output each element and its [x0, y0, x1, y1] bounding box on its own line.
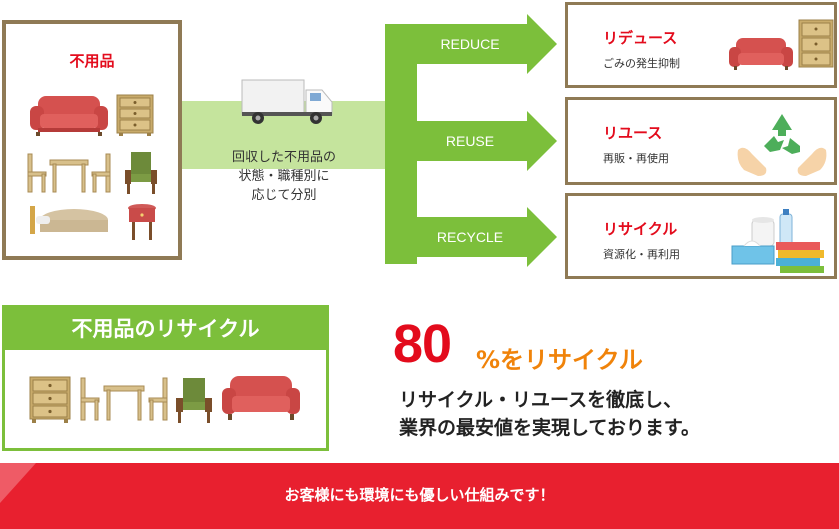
statement-line: 業界の最安値を実現しております。: [399, 417, 700, 439]
unused-items-title: 不用品: [69, 52, 115, 70]
reuse-arrow: [385, 111, 557, 171]
recycle-arrow-label: RECYCLE: [436, 229, 504, 245]
result-title: リユース: [603, 124, 663, 142]
recycle-section-body: [2, 350, 329, 451]
result-title: リサイクル: [603, 220, 678, 238]
reduce-arrow: [385, 14, 557, 74]
banner-text: お客様にも環境にも優しい仕組みです！: [284, 486, 555, 504]
unused-items-box: 不用品: [2, 20, 182, 260]
armchair-icon: [125, 152, 157, 194]
sofa-icon: [222, 376, 300, 420]
recycle-hands-icon: [737, 114, 827, 176]
sorting-line: 状態・職種別に: [238, 169, 330, 184]
banner-accent-shape: [0, 463, 36, 503]
recycle-rate-label: %をリサイクル: [476, 346, 643, 374]
sorting-line: 回収した不用品の: [231, 150, 336, 165]
dining-set-icon: [27, 153, 111, 193]
result-box-recycle: リサイクル 資源化・再利用: [565, 193, 837, 279]
recycle-rate-number: 80: [393, 314, 452, 374]
result-box-reuse: リユース 再販・再使用: [565, 97, 837, 185]
armchair-icon: [176, 378, 212, 423]
drawer-chest-icon: [798, 19, 834, 68]
result-subtitle: ごみの発生抑制: [603, 57, 680, 70]
drawer-chest-icon: [116, 94, 154, 136]
recycle-section-header: [2, 305, 329, 353]
recycle-arrow: [385, 207, 557, 267]
sorting-line: 応じて分別: [251, 188, 317, 203]
sofa-icon: [30, 96, 108, 136]
recycle-section-title: 不用品のリサイクル: [71, 317, 260, 341]
bed-icon: [30, 206, 108, 234]
sorting-description: 回収した不用品の 状態・職種別に 応じて分別: [214, 148, 354, 205]
result-subtitle: 資源化・再利用: [603, 248, 680, 261]
result-title: リデュース: [603, 29, 678, 47]
truck-icon: [241, 79, 333, 124]
side-table-icon: [128, 204, 156, 240]
statement-line: リサイクル・リユースを徹底し、: [399, 389, 683, 411]
bottom-banner: [0, 463, 839, 529]
result-box-reduce: リデュース ごみの発生抑制: [565, 2, 837, 88]
drawer-chest-icon: [29, 376, 71, 423]
reuse-arrow-label: REUSE: [445, 133, 495, 149]
dining-set-icon: [80, 377, 168, 421]
result-subtitle: 再販・再使用: [603, 152, 669, 165]
sofa-icon: [729, 38, 793, 70]
reduce-arrow-label: REDUCE: [440, 36, 500, 52]
recyclables-icon: [731, 209, 824, 273]
